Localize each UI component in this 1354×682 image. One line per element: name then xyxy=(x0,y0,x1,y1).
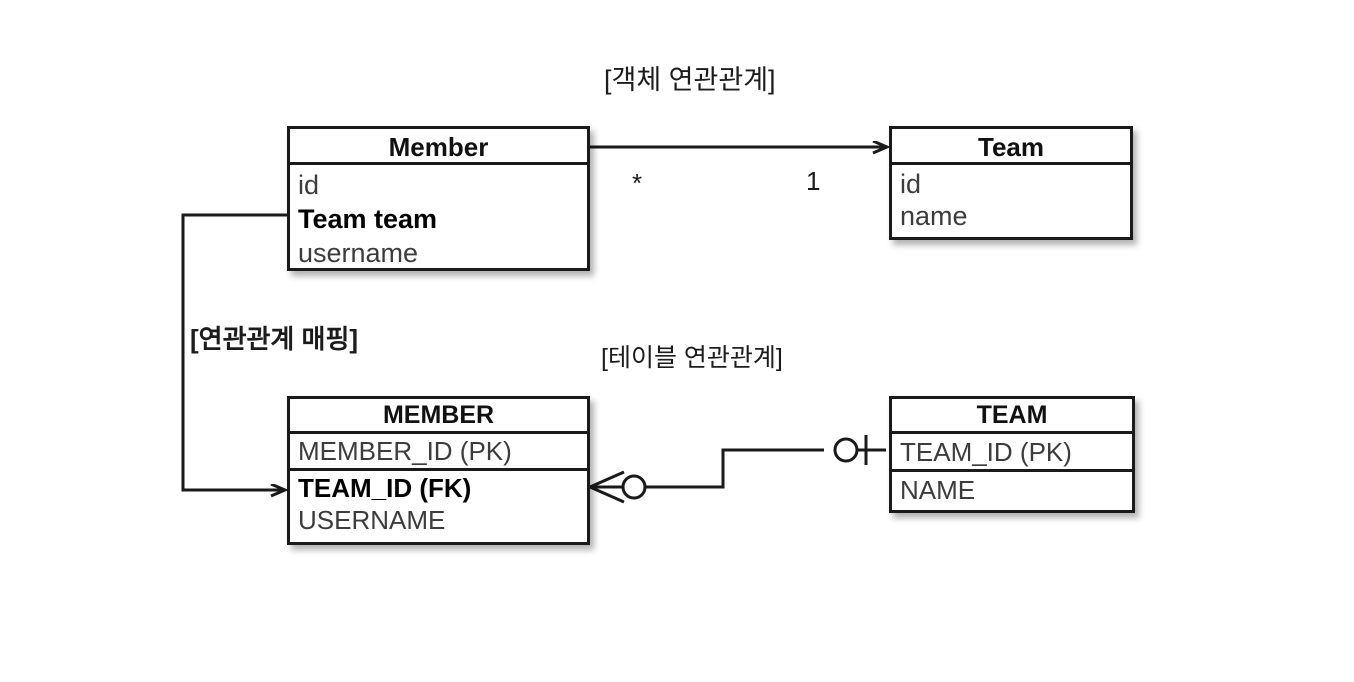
entity-attributes-member: id Team team username xyxy=(290,165,587,271)
attribute-row: id xyxy=(298,170,320,200)
table-compartment-columns: NAME xyxy=(892,469,1132,507)
caption-mapping: [연관관계 매핑] xyxy=(190,324,359,354)
attribute-row: username xyxy=(298,238,419,268)
zero-or-one-team-end xyxy=(833,435,886,465)
table-box-team[interactable]: TEAM TEAM_ID (PK) NAME xyxy=(889,396,1135,513)
column-row: TEAM_ID (FK) xyxy=(298,473,472,503)
table-compartment-pk: MEMBER_ID (PK) xyxy=(290,434,587,468)
relationship-line-member-team-table xyxy=(645,448,824,489)
entity-title-member: Member xyxy=(290,129,587,165)
crows-foot-member-end xyxy=(589,470,647,504)
multiplicity-many: * xyxy=(632,168,643,198)
mapping-link-line xyxy=(181,213,287,490)
entity-box-member[interactable]: Member id Team team username xyxy=(287,126,590,271)
attribute-row: id xyxy=(900,169,922,199)
caption-object-relation: [객체 연관관계] xyxy=(604,65,776,95)
multiplicity-one: 1 xyxy=(806,166,821,196)
caption-table-relation: [테이블 연관관계] xyxy=(601,344,783,372)
column-row: TEAM_ID (PK) xyxy=(900,437,1072,467)
column-row: NAME xyxy=(900,475,976,505)
entity-title-team: Team xyxy=(892,129,1130,165)
table-compartment-pk: TEAM_ID (PK) xyxy=(892,434,1132,469)
column-row: USERNAME xyxy=(298,505,446,535)
table-box-member[interactable]: MEMBER MEMBER_ID (PK) TEAM_ID (FK) USERN… xyxy=(287,396,590,545)
attribute-row: name xyxy=(900,201,968,231)
column-row: MEMBER_ID (PK) xyxy=(298,436,512,466)
table-compartment-columns: TEAM_ID (FK) USERNAME xyxy=(290,468,587,537)
attribute-row: Team team xyxy=(298,204,438,234)
table-title-member: MEMBER xyxy=(290,399,587,434)
entity-attributes-team: id name xyxy=(892,165,1130,233)
table-title-team: TEAM xyxy=(892,399,1132,434)
entity-box-team[interactable]: Team id name xyxy=(889,126,1133,240)
